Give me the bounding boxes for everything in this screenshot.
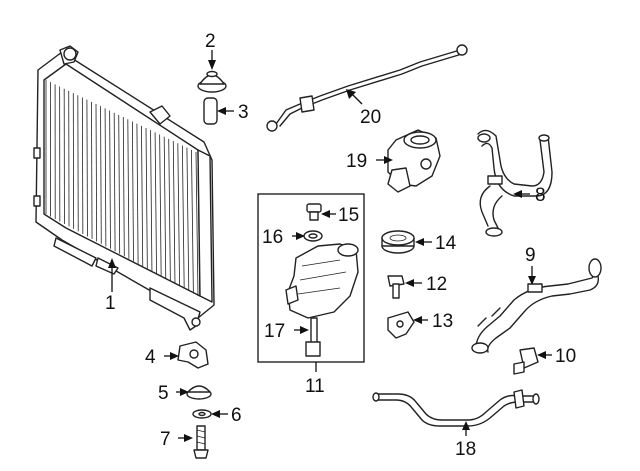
radiator-fin xyxy=(195,151,199,297)
radiator-fin xyxy=(172,141,176,284)
radiator-fin xyxy=(91,101,93,239)
insulator-part xyxy=(186,385,212,400)
reservoir-tank-part xyxy=(285,243,359,319)
radiator-fin xyxy=(100,106,102,244)
callout-label-3: 3 xyxy=(238,102,249,123)
callout-9: 9 xyxy=(525,245,536,285)
callout-19: 19 xyxy=(346,151,393,172)
callout-label-17: 17 xyxy=(264,321,285,342)
radiator-fin xyxy=(109,110,111,249)
radiator-fin xyxy=(145,127,148,269)
radiator-fin xyxy=(131,121,134,262)
radiator-fin xyxy=(113,112,116,252)
bracket-part xyxy=(177,341,209,369)
clip-part xyxy=(387,311,415,339)
radiator-fin xyxy=(154,132,157,274)
callout-10: 10 xyxy=(537,346,576,367)
radiator-fin xyxy=(168,138,171,282)
callout-label-9: 9 xyxy=(525,245,536,266)
callout-12: 12 xyxy=(405,274,447,295)
callout-label-5: 5 xyxy=(158,383,169,404)
callout-label-14: 14 xyxy=(435,233,457,254)
radiator-fin xyxy=(191,149,194,294)
radiator-fin xyxy=(181,145,185,289)
callout-label-20: 20 xyxy=(360,107,381,128)
callout-18: 18 xyxy=(455,421,476,460)
callout-label-2: 2 xyxy=(205,31,216,52)
cap-part xyxy=(306,203,322,221)
callout-2: 2 xyxy=(205,31,216,70)
radiator-fin xyxy=(150,130,153,272)
connector-part xyxy=(513,347,539,375)
callout-16: 16 xyxy=(262,227,305,248)
radiator-part xyxy=(33,45,215,331)
bolt-part xyxy=(193,425,209,459)
reservoir-group-box xyxy=(257,193,365,363)
callout-6: 6 xyxy=(211,405,242,426)
callout-20: 20 xyxy=(346,89,381,128)
radiator-fin xyxy=(127,119,130,259)
callout-14: 14 xyxy=(415,233,457,254)
upper-hose-part xyxy=(477,129,553,237)
callout-15: 15 xyxy=(321,205,359,226)
callout-3: 3 xyxy=(217,102,249,123)
callout-label-11: 11 xyxy=(305,376,325,397)
bolt-12-part xyxy=(387,275,405,299)
callout-11: 11 xyxy=(305,362,325,397)
radiator-fin xyxy=(186,147,190,292)
callout-label-8: 8 xyxy=(535,185,546,206)
callout-label-1: 1 xyxy=(105,293,116,314)
o-ring-part xyxy=(303,230,323,242)
sensor-part xyxy=(305,317,321,357)
callout-1: 1 xyxy=(105,258,116,314)
pressure-cap-part xyxy=(381,230,415,254)
callout-label-10: 10 xyxy=(555,346,576,367)
radiator-fin xyxy=(95,103,98,242)
callout-label-15: 15 xyxy=(338,205,359,226)
callout-label-18: 18 xyxy=(455,439,476,460)
callout-label-12: 12 xyxy=(426,274,447,295)
callout-7: 7 xyxy=(160,429,193,450)
radiator-fin xyxy=(86,99,88,237)
callout-label-4: 4 xyxy=(145,347,156,368)
callout-5: 5 xyxy=(158,383,189,404)
vent-hose-part xyxy=(266,44,468,132)
lower-hose-part xyxy=(471,258,602,354)
callout-label-7: 7 xyxy=(160,429,171,450)
radiator-fin xyxy=(122,117,125,257)
sleeve-part xyxy=(203,97,218,125)
radiator-fin xyxy=(177,143,180,287)
grommet-part xyxy=(197,70,227,93)
thermostat-housing-part xyxy=(387,129,441,193)
radiator-fin xyxy=(104,108,107,247)
radiator-fin xyxy=(159,134,162,277)
radiator-fin xyxy=(163,136,167,279)
callout-8: 8 xyxy=(513,185,546,206)
callout-17: 17 xyxy=(264,321,309,342)
callout-13: 13 xyxy=(413,311,453,332)
radiator-fin xyxy=(118,114,121,254)
washer-part xyxy=(192,409,212,419)
callout-4: 4 xyxy=(145,347,179,368)
callout-label-19: 19 xyxy=(346,151,367,172)
callout-label-6: 6 xyxy=(231,405,242,426)
callout-label-16: 16 xyxy=(262,227,283,248)
bypass-pipe-part xyxy=(372,389,540,427)
radiator-fin xyxy=(136,123,139,264)
callout-label-13: 13 xyxy=(432,311,453,332)
radiator-fin xyxy=(141,125,144,267)
